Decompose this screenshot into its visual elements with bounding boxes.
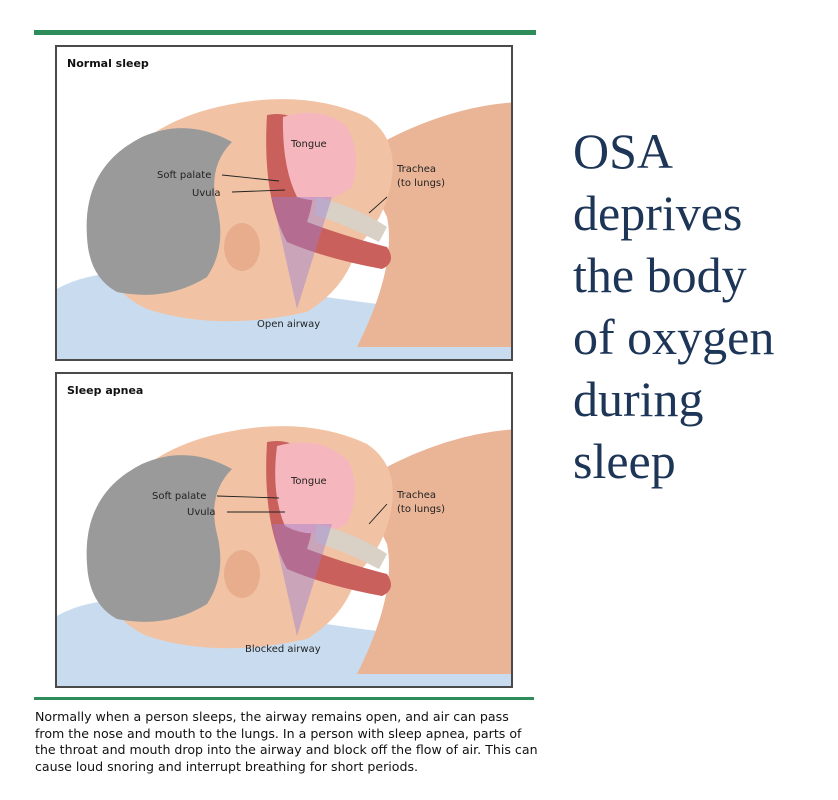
normal-sleep-panel: Tongue Soft palate Uvula Trachea (to lun… (55, 45, 513, 361)
airway-cone (272, 524, 332, 636)
hair (86, 128, 232, 295)
panel-title: Sleep apnea (67, 384, 144, 397)
label-soft-palate: Soft palate (152, 491, 206, 502)
bottom-accent-rule (34, 697, 534, 700)
airway-cone (272, 197, 332, 309)
sleep-apnea-panel: Tongue Soft palate Uvula Trachea (to lun… (55, 372, 513, 688)
hair (86, 455, 232, 622)
label-tongue: Tongue (290, 139, 327, 150)
label-uvula: Uvula (192, 188, 220, 199)
tongue (282, 112, 356, 201)
headline-line: sleep (573, 433, 676, 489)
tongue (275, 442, 356, 534)
label-airway: Open airway (257, 319, 320, 330)
label-tongue: Tongue (290, 476, 327, 487)
sleep-apnea-illustration: Tongue Soft palate Uvula Trachea (to lun… (57, 426, 511, 686)
normal-sleep-illustration: Tongue Soft palate Uvula Trachea (to lun… (57, 99, 511, 359)
label-trachea: Trachea (396, 164, 436, 175)
label-soft-palate: Soft palate (157, 170, 211, 181)
headline-line: during (573, 371, 704, 427)
headline-line: OSA (573, 123, 674, 179)
headline: OSA deprives the body of oxygen during s… (573, 120, 833, 492)
panel-title: Normal sleep (67, 57, 149, 70)
headline-line: the body (573, 247, 747, 303)
label-trachea-note: (to lungs) (397, 178, 445, 189)
headline-line: of oxygen (573, 309, 775, 365)
figure-caption: Normally when a person sleeps, the airwa… (35, 709, 538, 774)
shoulder (357, 102, 511, 347)
label-uvula: Uvula (187, 507, 215, 518)
label-trachea: Trachea (396, 490, 436, 501)
trachea (315, 524, 387, 569)
label-airway: Blocked airway (245, 644, 321, 655)
trachea (315, 197, 387, 242)
ear (224, 223, 260, 271)
ear (224, 550, 260, 598)
top-accent-rule (34, 30, 536, 35)
label-trachea-note: (to lungs) (397, 504, 445, 515)
headline-line: deprives (573, 185, 743, 241)
shoulder (357, 429, 511, 674)
